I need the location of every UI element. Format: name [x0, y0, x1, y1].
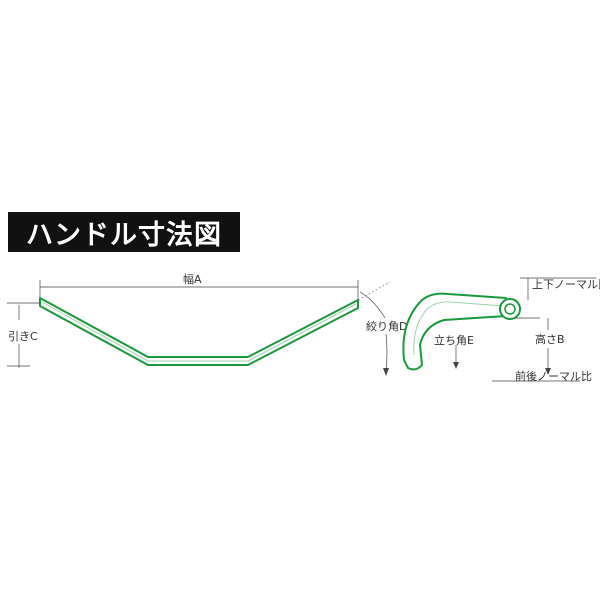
rise-angle-label: 立ち角E — [434, 333, 474, 347]
tube-end-inner — [504, 303, 516, 315]
height-label: 高さB — [535, 332, 565, 346]
height-dimension: 上下ノーマル比 高さB 前後ノーマル比 — [492, 277, 600, 383]
sweep-angle-dimension: 絞り角D — [357, 281, 407, 376]
diagram-title: ハンドル寸法図 — [26, 219, 222, 251]
title-banner: ハンドル寸法図 — [8, 212, 240, 252]
tube-end-outer — [499, 298, 521, 320]
handlebar-side-view — [402, 292, 521, 371]
handlebar-outline-outer — [39, 297, 359, 366]
handlebar-top-view — [39, 297, 359, 366]
rise-angle-dimension: 立ち角E — [434, 333, 474, 369]
pullback-dimension: 引きC — [7, 302, 40, 368]
width-dimension: 幅A — [39, 273, 359, 299]
width-label: 幅A — [183, 273, 202, 286]
pullback-label: 引きC — [8, 329, 38, 343]
handlebar-inner-line — [41, 301, 357, 362]
sweep-angle-label: 絞り角D — [366, 319, 407, 333]
vertical-normal-label: 上下ノーマル比 — [532, 278, 600, 291]
fore-aft-normal-label: 前後ノーマル比 — [515, 369, 592, 383]
